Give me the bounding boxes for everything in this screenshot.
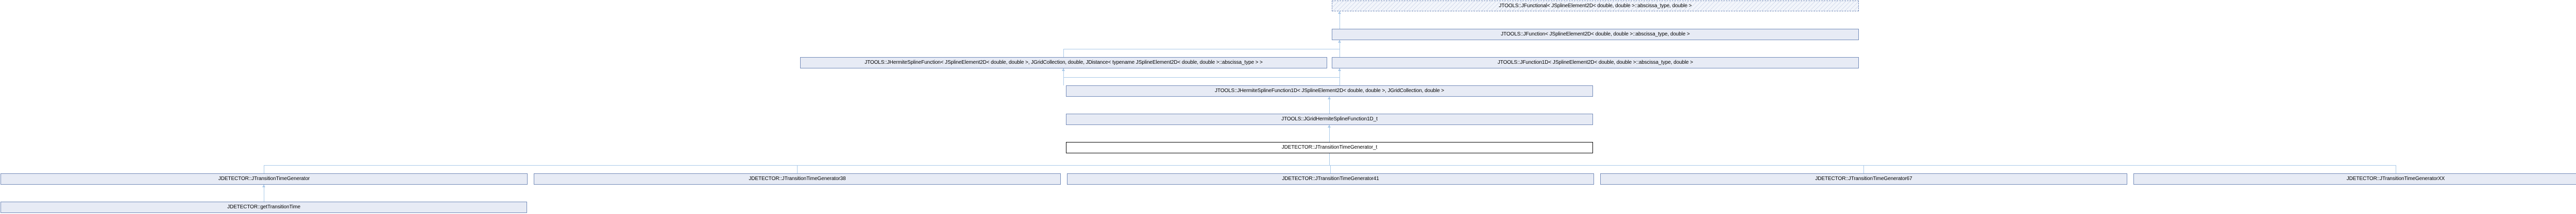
class-node-jfunctional[interactable]: JTOOLS::JFunctional< JSplineElement2D< d… bbox=[1332, 1, 1859, 11]
edge-arrow-n4-to-n2 bbox=[1062, 68, 1065, 71]
edge-riser-n9 bbox=[1330, 165, 1331, 173]
class-node-label: JTOOLS::JHermiteSplineFunction< JSplineE… bbox=[865, 60, 1263, 65]
class-node-jtransitiontimegenerator67[interactable]: JDETECTOR::JTransitionTimeGenerator67 bbox=[1600, 173, 2127, 185]
class-node-label: JDETECTOR::JTransitionTimeGenerator67 bbox=[1815, 176, 1912, 182]
edge-arrow-n3-to-n1 bbox=[1338, 40, 1341, 43]
class-node-jtransitiontimegenerator38[interactable]: JDETECTOR::JTransitionTimeGenerator38 bbox=[534, 173, 1061, 185]
edge-arrow-n1-to-n0 bbox=[1338, 11, 1341, 14]
edge-n6-to-n5 bbox=[1329, 125, 1330, 142]
edge-riser-n10 bbox=[1863, 165, 1864, 173]
edge-n5-to-n4 bbox=[1329, 97, 1330, 114]
edge-arrow-n5-to-n4 bbox=[1328, 97, 1331, 99]
class-node-label: JTOOLS::JGridHermiteSplineFunction1D_t bbox=[1281, 116, 1378, 122]
edge-n6-stub bbox=[1329, 153, 1330, 165]
class-node-jhermitesplinefunction[interactable]: JTOOLS::JHermiteSplineFunction< JSplineE… bbox=[800, 57, 1327, 68]
class-node-jtransitiontimegenerator41[interactable]: JDETECTOR::JTransitionTimeGenerator41 bbox=[1067, 173, 1594, 185]
edge-n4-bus bbox=[1063, 77, 1340, 78]
edge-arrow-n4-to-n3 bbox=[1338, 68, 1341, 71]
edge-n2-riser bbox=[1063, 49, 1064, 57]
class-node-label: JDETECTOR::JTransitionTimeGenerator_t bbox=[1281, 145, 1378, 150]
class-node-jtransitiontimegenerator[interactable]: JDETECTOR::JTransitionTimeGenerator bbox=[1, 173, 528, 185]
class-node-label: JTOOLS::JFunction1D< JSplineElement2D< d… bbox=[1497, 60, 1693, 65]
edge-riser-n8 bbox=[797, 165, 798, 173]
class-node-label: JDETECTOR::JTransitionTimeGenerator38 bbox=[749, 176, 846, 182]
edge-subclass-bus bbox=[264, 165, 2396, 166]
class-node-jtransitiontimegenerator-t[interactable]: JDETECTOR::JTransitionTimeGenerator_t bbox=[1066, 142, 1593, 153]
class-node-label: JDETECTOR::JTransitionTimeGenerator41 bbox=[1282, 176, 1379, 182]
class-node-jfunction[interactable]: JTOOLS::JFunction< JSplineElement2D< dou… bbox=[1332, 29, 1859, 40]
class-node-label: JTOOLS::JHermiteSplineFunction1D< JSplin… bbox=[1214, 88, 1444, 94]
edge-n4-to-n2 bbox=[1063, 68, 1064, 85]
class-node-gettransitiontime[interactable]: JDETECTOR::getTransitionTime bbox=[1, 202, 527, 213]
edge-arrow-n6-to-n5 bbox=[1328, 125, 1331, 128]
class-node-label: JDETECTOR::JTransitionTimeGeneratorXX bbox=[2346, 176, 2445, 182]
class-node-jfunction1d[interactable]: JTOOLS::JFunction1D< JSplineElement2D< d… bbox=[1332, 57, 1859, 68]
edge-arrow-n12-to-n7 bbox=[262, 185, 265, 187]
class-node-jhermitesplinefunction1d[interactable]: JTOOLS::JHermiteSplineFunction1D< JSplin… bbox=[1066, 85, 1593, 97]
class-node-label: JDETECTOR::getTransitionTime bbox=[227, 204, 300, 210]
class-node-label: JDETECTOR::JTransitionTimeGenerator bbox=[218, 176, 310, 182]
class-node-label: JTOOLS::JFunction< JSplineElement2D< dou… bbox=[1501, 31, 1690, 37]
class-node-label: JTOOLS::JFunctional< JSplineElement2D< d… bbox=[1499, 3, 1692, 9]
class-node-jtransitiontimegeneratorxx[interactable]: JDETECTOR::JTransitionTimeGeneratorXX bbox=[2133, 173, 2576, 185]
class-node-jgridhermitesplinefunction1d-t[interactable]: JTOOLS::JGridHermiteSplineFunction1D_t bbox=[1066, 114, 1593, 125]
